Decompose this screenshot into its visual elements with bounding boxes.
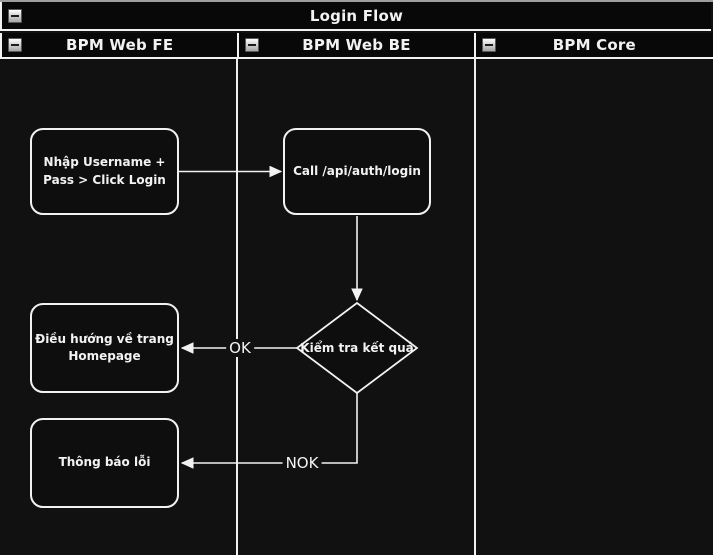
- lane-label: BPM Core: [552, 36, 636, 54]
- node-text-line: Thông báo lỗi: [58, 455, 151, 470]
- lane-label: BPM Web FE: [66, 36, 174, 54]
- node-text-line: Pass > Click Login: [43, 172, 166, 187]
- node-call-api-auth-login[interactable]: Call /api/auth/login: [283, 128, 431, 215]
- minus-glyph: [248, 44, 257, 46]
- edge-decision-nok-to-error[interactable]: [182, 393, 358, 463]
- lane-divider: [236, 59, 238, 555]
- lane-header-bpm-core[interactable]: BPM Core: [475, 33, 713, 59]
- lane-divider: [474, 59, 476, 555]
- collapse-minus-icon[interactable]: [481, 38, 496, 52]
- node-text-line: Điều hướng về trang: [35, 331, 174, 346]
- edge-label-ok[interactable]: OK: [226, 339, 254, 357]
- pool-title: Login Flow: [309, 6, 404, 25]
- node-error-message[interactable]: Thông báo lỗi: [30, 418, 179, 508]
- minus-glyph: [484, 44, 493, 46]
- node-text-line: Nhập Username +: [43, 155, 166, 170]
- collapse-minus-icon[interactable]: [8, 8, 22, 23]
- pool-title-bar[interactable]: Login Flow: [0, 2, 711, 31]
- node-input-username-password[interactable]: Nhập Username + Pass > Click Login: [30, 128, 179, 215]
- decision-label: Kiểm tra kết quả: [300, 341, 414, 355]
- minus-glyph: [11, 14, 19, 17]
- edge-label-nok[interactable]: NOK: [282, 454, 322, 472]
- lane-header-bpm-web-be[interactable]: BPM Web BE: [239, 33, 476, 59]
- node-text-line: Homepage: [68, 349, 141, 363]
- collapse-minus-icon[interactable]: [245, 38, 260, 52]
- collapse-minus-icon[interactable]: [8, 38, 22, 52]
- minus-glyph: [11, 44, 19, 46]
- pool-top-border: [0, 0, 713, 2]
- node-text-line: Call /api/auth/login: [293, 163, 421, 178]
- lane-label: BPM Web BE: [302, 36, 411, 54]
- lane-header-bpm-web-fe[interactable]: BPM Web FE: [0, 33, 240, 59]
- node-redirect-homepage[interactable]: Điều hướng về trang Homepage: [30, 303, 179, 393]
- lane-header-row: BPM Web FE BPM Web BE BPM Core: [0, 33, 713, 59]
